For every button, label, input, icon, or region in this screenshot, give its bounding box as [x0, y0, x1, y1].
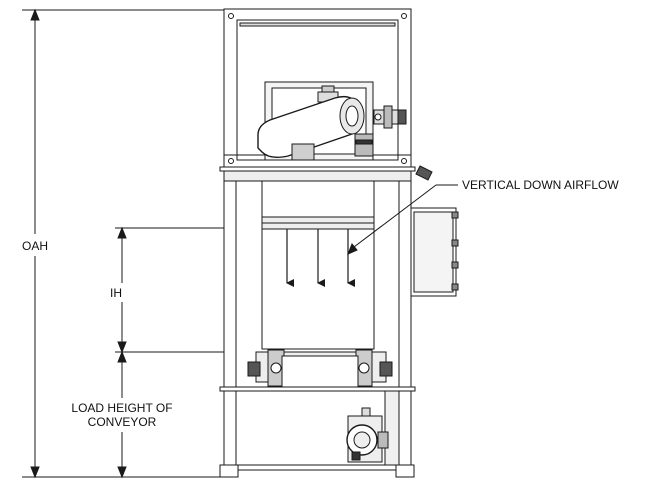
ih-label: IH: [110, 286, 122, 300]
airflow-arrows: [286, 229, 355, 287]
control-panel: [410, 207, 459, 297]
vertical-down-airflow-label: VERTICAL DOWN AIRFLOW: [462, 178, 619, 192]
oah-label: OAH: [22, 239, 48, 253]
load-height-dimension: [117, 350, 127, 479]
load-height-label-line1: LOAD HEIGHT OF: [71, 401, 172, 415]
drive-motor: [346, 407, 389, 463]
oah-dimension: [22, 8, 225, 479]
load-height-label-line2: CONVEYOR: [88, 415, 157, 429]
airflow-leader: [347, 184, 458, 255]
middle-band: [219, 165, 433, 182]
fan-motor-assembly: [257, 81, 407, 161]
